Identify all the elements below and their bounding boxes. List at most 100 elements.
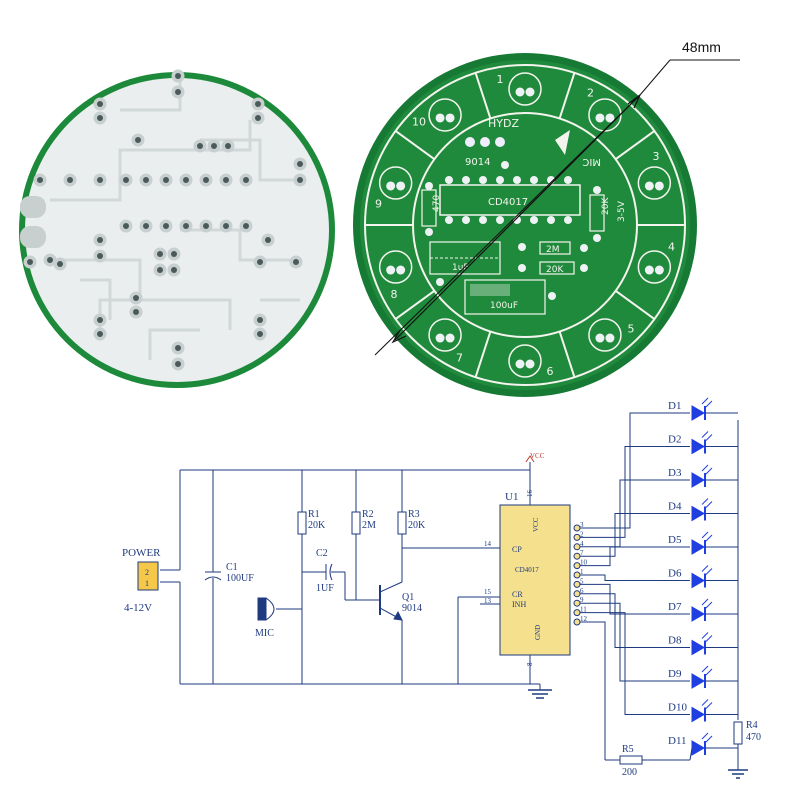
output-pin-number: 7 — [580, 549, 584, 557]
led-pad — [605, 333, 615, 343]
output-wire — [580, 612, 690, 715]
c2-name: C2 — [316, 548, 328, 559]
pcb-back-power-pad — [20, 196, 46, 218]
led-number: 1 — [496, 73, 503, 86]
r4-body — [733, 721, 743, 745]
pcb-back-pad-hole — [225, 143, 231, 149]
led-diode — [691, 673, 705, 689]
led-pad — [525, 359, 535, 369]
chip-pad — [496, 216, 504, 224]
r-2m-outline — [539, 241, 571, 255]
led-pad — [515, 359, 525, 369]
output-wire — [580, 602, 690, 682]
pcb-back-pad-hole — [265, 237, 271, 243]
led-ray — [705, 400, 713, 408]
component-pad — [580, 244, 588, 252]
led-pad — [445, 113, 455, 123]
output-wire — [580, 574, 690, 581]
led-silk-outline — [508, 344, 542, 378]
pcb-back-pad-hole — [123, 223, 129, 229]
u1-vcc: VCC — [532, 517, 540, 532]
u1-chip: CD4017 — [515, 566, 539, 574]
chip-pad — [564, 176, 572, 184]
component-pad — [425, 182, 433, 190]
chip-outline — [439, 184, 581, 216]
pcb-back-pad-hole — [97, 101, 103, 107]
led-diode — [691, 639, 705, 656]
pcb-back-pad-hole — [175, 345, 181, 351]
led-silk-outline — [428, 98, 462, 132]
component-pad — [425, 228, 433, 236]
r3-body — [397, 511, 407, 535]
led-label: D5 — [668, 534, 682, 546]
pcb-back-pad-hole — [175, 361, 181, 367]
led-pad — [525, 87, 535, 97]
led-label: D11 — [668, 735, 687, 747]
led-ray — [701, 431, 709, 438]
led-diode — [691, 539, 705, 555]
led-label: D4 — [668, 501, 682, 513]
pcb-back-pad-hole — [243, 223, 249, 229]
output-wire — [580, 621, 606, 760]
pin-13: 13 — [484, 597, 492, 605]
transistor-pad — [495, 137, 505, 147]
silk-divider — [615, 290, 656, 320]
led-label: D6 — [668, 568, 682, 580]
pin-8: 8 — [526, 662, 534, 666]
led-diode — [691, 472, 705, 488]
led-diode — [691, 405, 705, 421]
led-silk-outline — [378, 166, 413, 200]
transistor-label: 9014 — [465, 157, 490, 168]
pcb-back-pad-hole — [297, 161, 303, 167]
pcb-back-pad-hole — [203, 223, 209, 229]
led-ray — [701, 632, 709, 639]
pcb-back-pad-hole — [97, 317, 103, 323]
r5-name: R5 — [622, 744, 634, 755]
led-silk-outline — [428, 318, 462, 352]
c1-value: 100UF — [226, 573, 254, 584]
led-diode — [691, 606, 705, 622]
chip-pad — [479, 216, 487, 224]
output-pin-number: 5 — [580, 577, 584, 585]
led-number: 10 — [412, 116, 426, 129]
led-ray — [705, 702, 713, 709]
led-label: D7 — [668, 601, 682, 613]
led-ray — [705, 668, 713, 676]
chip-pad — [513, 176, 521, 184]
led-label: D10 — [668, 702, 687, 714]
r3-name: R3 — [408, 509, 420, 520]
pcb-back-pad-hole — [197, 143, 203, 149]
led-pad — [595, 333, 605, 343]
led-wire — [689, 747, 693, 761]
c2-plate-right — [329, 563, 333, 581]
led-pad — [386, 181, 396, 191]
r2-value: 2M — [362, 520, 376, 531]
pcb-back-pad-hole — [297, 177, 303, 183]
pcb-back-pad-hole — [243, 177, 249, 183]
transistor-pad — [465, 137, 475, 147]
r-2m-label: 2M — [546, 245, 560, 255]
r-20k-v-outline — [589, 194, 605, 232]
led-ray — [701, 464, 709, 472]
r2-name: R2 — [362, 509, 374, 520]
led-diode — [691, 740, 705, 756]
pcb-back-pad-hole — [67, 177, 73, 183]
led-pad — [515, 87, 525, 97]
r-20k-h-outline — [539, 261, 575, 275]
r4-value: 470 — [746, 732, 761, 743]
led-ray — [701, 397, 709, 405]
u1-body — [499, 504, 571, 656]
led-number: 6 — [547, 365, 554, 378]
silk-divider — [558, 331, 576, 378]
chip-pad — [462, 176, 470, 184]
power-connector — [137, 561, 159, 591]
led-silk-outline — [588, 98, 622, 132]
u1-inh: INH — [512, 600, 526, 609]
pcb-back-pad-hole — [133, 295, 139, 301]
component-pad — [593, 186, 601, 194]
pcb-back-pad-hole — [211, 143, 217, 149]
output-wire — [580, 583, 690, 615]
transistor-pad — [480, 137, 490, 147]
pcb-back-pad-hole — [143, 177, 149, 183]
